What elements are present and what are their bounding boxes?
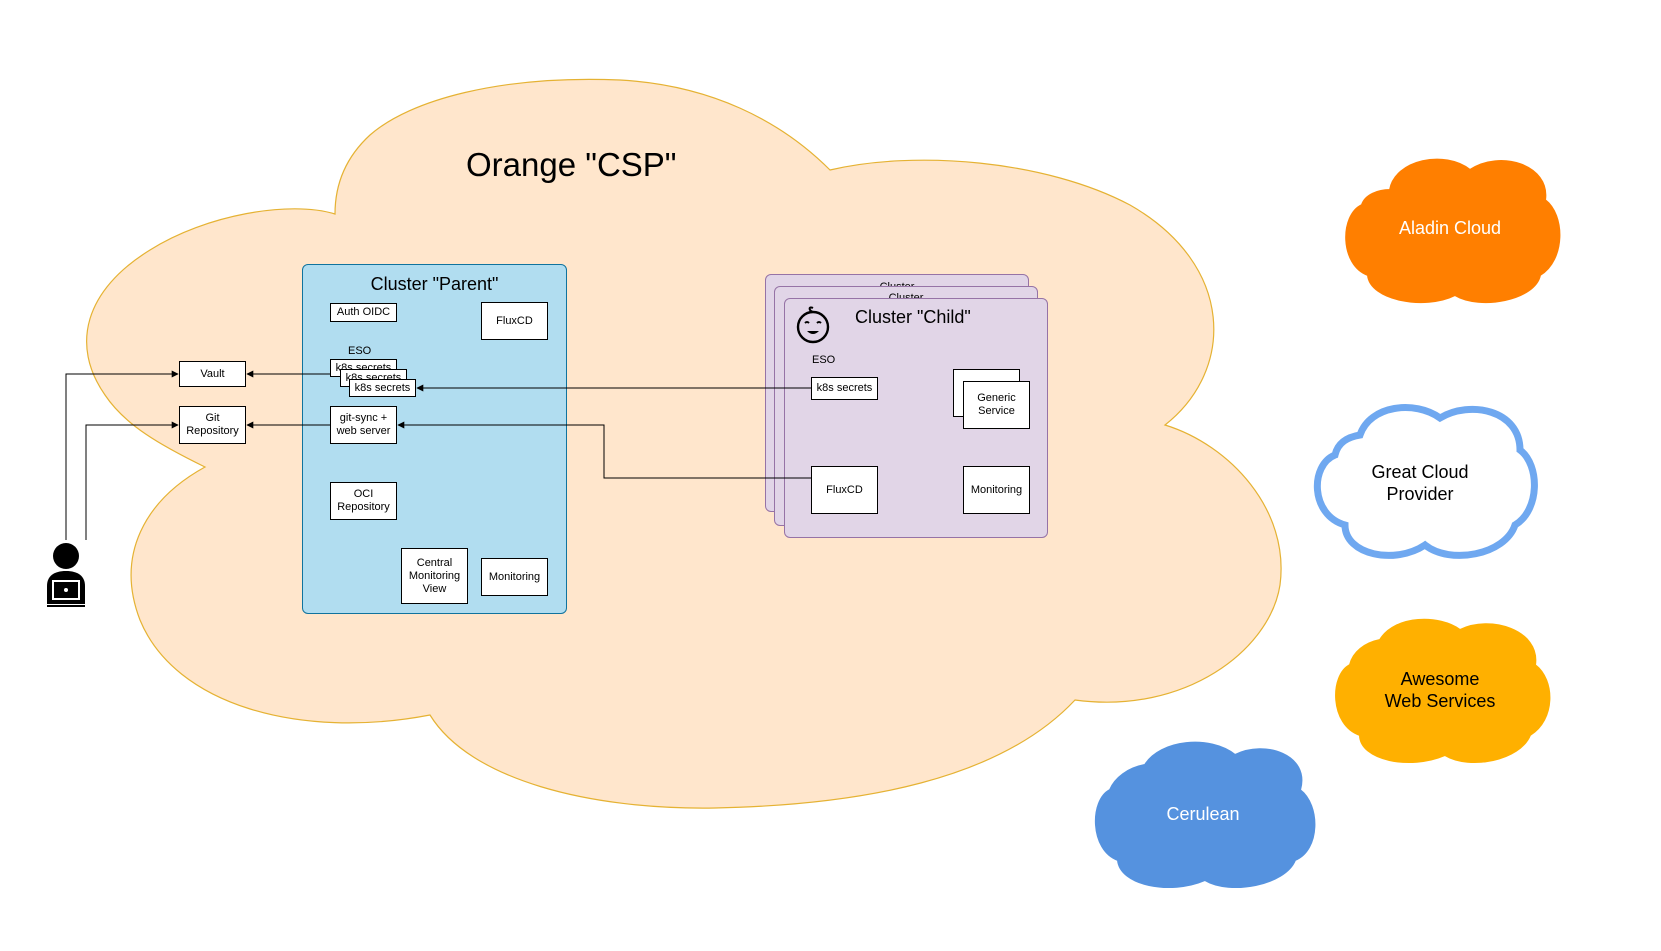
- parent-fluxcd-box: FluxCD: [481, 302, 548, 340]
- generic-service-box: Generic Service: [963, 381, 1030, 429]
- parent-cluster-title: Cluster "Parent": [370, 274, 499, 294]
- git-sync-web-server-box: git-sync + web server: [330, 406, 397, 444]
- child-fluxcd-to-gitsync-arrow: [397, 421, 811, 479]
- child-fluxcd-box: FluxCD: [811, 466, 878, 514]
- orange-csp-cloud-shape: [86, 78, 1282, 809]
- user-laptop-icon: [47, 543, 85, 607]
- child-eso-label: ESO: [812, 354, 836, 366]
- aladin-cloud-label: Aladin Cloud: [1398, 218, 1502, 238]
- cerulean-cloud-label: Cerulean: [1166, 804, 1240, 824]
- child-cluster-title: Cluster "Child": [855, 307, 971, 327]
- baby-face-icon: [796, 306, 830, 344]
- oci-repository-box: OCI Repository: [330, 482, 397, 520]
- great-cloud-provider-shape: [1313, 404, 1538, 559]
- parent-secrets-box-3: k8s secrets: [349, 379, 416, 397]
- child-k8s-secrets-box: k8s secrets: [811, 377, 878, 400]
- child-monitoring-box: Monitoring: [963, 466, 1030, 514]
- user-to-git-arrow: [85, 421, 179, 540]
- parent-monitoring-box: Monitoring: [481, 558, 548, 596]
- git-repository-box: Git Repository: [179, 406, 246, 444]
- central-monitoring-view-box: Central Monitoring View: [401, 548, 468, 604]
- user-to-vault-arrow: [65, 370, 179, 540]
- vault-box: Vault: [179, 361, 246, 387]
- great-cloud-provider-label: Great Cloud Provider: [1371, 462, 1469, 504]
- aladin-cloud-shape: [1345, 158, 1561, 303]
- awesome-web-services-shape: [1335, 618, 1551, 763]
- cerulean-cloud-shape: [1094, 741, 1316, 888]
- parent-eso-label: ESO: [348, 345, 372, 357]
- auth-oidc-box: Auth OIDC: [330, 303, 397, 322]
- awesome-web-services-label: Awesome Web Services: [1384, 669, 1496, 711]
- csp-title: Orange "CSP": [466, 146, 677, 183]
